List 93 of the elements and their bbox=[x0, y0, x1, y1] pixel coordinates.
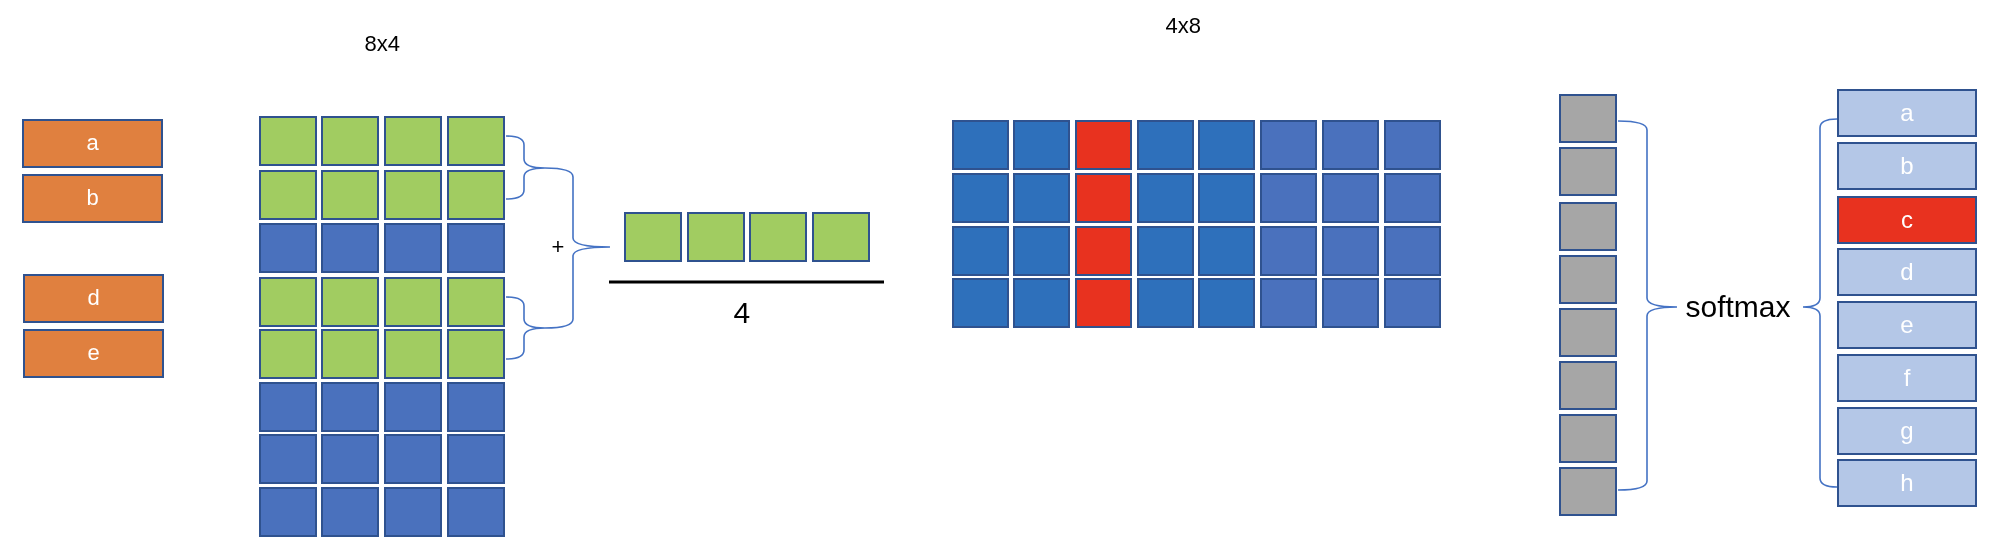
matrix-cell bbox=[259, 487, 317, 537]
matrix-cell bbox=[1137, 120, 1194, 170]
matrix-cell bbox=[1198, 120, 1255, 170]
vector-cell bbox=[1559, 94, 1617, 143]
vector-cell bbox=[1559, 467, 1617, 516]
matrix-cell bbox=[321, 382, 379, 432]
matrix-cell bbox=[321, 487, 379, 537]
matrix-cell bbox=[1384, 226, 1441, 276]
matrix-cell bbox=[1137, 226, 1194, 276]
matrix-cell bbox=[384, 116, 442, 166]
matrix-cell bbox=[1322, 120, 1379, 170]
matrix-cell bbox=[1260, 226, 1317, 276]
matrix-cell bbox=[1322, 226, 1379, 276]
matrix-cell bbox=[1198, 278, 1255, 328]
matrix-cell bbox=[259, 329, 317, 379]
matrix-cell bbox=[1260, 120, 1317, 170]
operation-label: softmax bbox=[1685, 292, 1791, 322]
matrix-cell bbox=[1260, 173, 1317, 223]
size-label: 8x4 bbox=[364, 33, 400, 55]
vector-cell bbox=[812, 212, 870, 262]
plus-sign: + bbox=[551, 236, 565, 258]
matrix-cell bbox=[1198, 173, 1255, 223]
matrix-cell bbox=[321, 329, 379, 379]
matrix-cell bbox=[259, 170, 317, 220]
matrix-cell bbox=[447, 277, 505, 327]
matrix-cell bbox=[952, 120, 1009, 170]
label-box: h bbox=[1837, 459, 1977, 507]
vector-cell bbox=[1559, 361, 1617, 410]
matrix-cell bbox=[259, 382, 317, 432]
label-box: b bbox=[22, 174, 163, 223]
matrix-cell bbox=[447, 116, 505, 166]
matrix-cell bbox=[384, 434, 442, 484]
matrix-cell bbox=[1384, 120, 1441, 170]
matrix-cell bbox=[1137, 173, 1194, 223]
label-box: g bbox=[1837, 407, 1977, 455]
matrix-cell bbox=[1384, 173, 1441, 223]
label-box: d bbox=[1837, 248, 1977, 296]
matrix-cell bbox=[384, 487, 442, 537]
matrix-cell bbox=[447, 223, 505, 273]
vector-cell bbox=[624, 212, 682, 262]
matrix-cell bbox=[1260, 278, 1317, 328]
label-box: b bbox=[1837, 142, 1977, 190]
vector-cell bbox=[687, 212, 745, 262]
label-box: a bbox=[22, 119, 163, 168]
matrix-cell bbox=[952, 226, 1009, 276]
matrix-cell bbox=[1137, 278, 1194, 328]
matrix-cell bbox=[321, 223, 379, 273]
matrix-cell bbox=[259, 223, 317, 273]
vector-cell bbox=[1559, 414, 1617, 463]
vector-cell bbox=[749, 212, 807, 262]
vector-cell bbox=[1559, 255, 1617, 304]
vector-cell bbox=[1559, 202, 1617, 251]
matrix-cell bbox=[1075, 278, 1132, 328]
matrix-cell bbox=[952, 278, 1009, 328]
matrix-cell bbox=[1322, 173, 1379, 223]
matrix-cell bbox=[447, 382, 505, 432]
matrix-cell bbox=[447, 329, 505, 379]
size-label: 4x8 bbox=[1165, 15, 1201, 37]
matrix-cell bbox=[1322, 278, 1379, 328]
matrix-cell bbox=[259, 277, 317, 327]
label-box: d bbox=[23, 274, 164, 323]
matrix-cell bbox=[1384, 278, 1441, 328]
label-box: e bbox=[23, 329, 164, 378]
matrix-cell bbox=[1075, 226, 1132, 276]
matrix-cell bbox=[384, 329, 442, 379]
matrix-cell bbox=[1013, 173, 1070, 223]
matrix-cell bbox=[1013, 226, 1070, 276]
matrix-cell bbox=[447, 434, 505, 484]
matrix-cell bbox=[321, 277, 379, 327]
matrix-cell bbox=[321, 170, 379, 220]
label-box: f bbox=[1837, 354, 1977, 402]
matrix-cell bbox=[1075, 120, 1132, 170]
matrix-cell bbox=[321, 116, 379, 166]
vector-cell bbox=[1559, 308, 1617, 357]
matrix-cell bbox=[1198, 226, 1255, 276]
matrix-cell bbox=[1075, 173, 1132, 223]
label-box: a bbox=[1837, 89, 1977, 137]
label-box: e bbox=[1837, 301, 1977, 349]
matrix-cell bbox=[1013, 278, 1070, 328]
matrix-cell bbox=[447, 487, 505, 537]
matrix-cell bbox=[952, 173, 1009, 223]
vector-cell bbox=[1559, 147, 1617, 196]
label-box: c bbox=[1837, 196, 1977, 244]
matrix-cell bbox=[384, 170, 442, 220]
matrix-cell bbox=[384, 223, 442, 273]
matrix-cell bbox=[1013, 120, 1070, 170]
matrix-cell bbox=[259, 116, 317, 166]
matrix-cell bbox=[321, 434, 379, 484]
matrix-cell bbox=[259, 434, 317, 484]
matrix-cell bbox=[384, 382, 442, 432]
denominator: 4 bbox=[733, 298, 751, 328]
matrix-cell bbox=[447, 170, 505, 220]
matrix-cell bbox=[384, 277, 442, 327]
